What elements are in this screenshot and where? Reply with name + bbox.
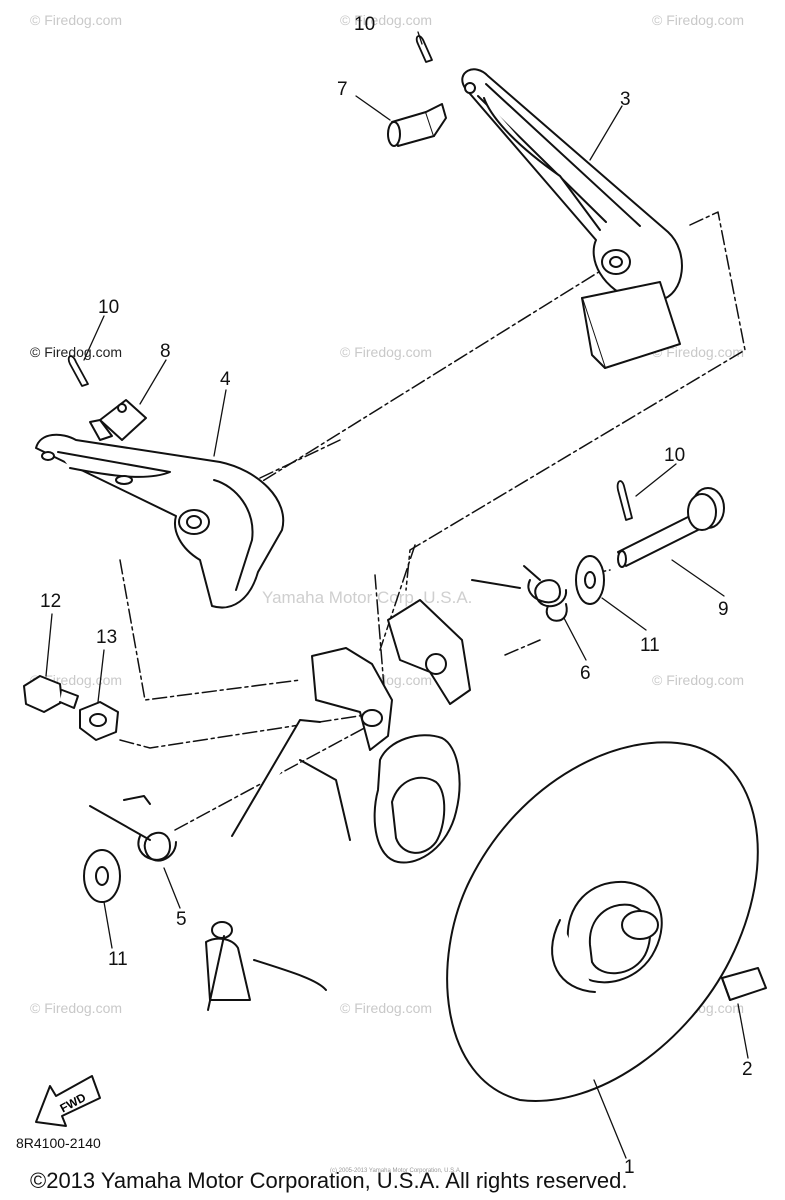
spring-right — [471, 565, 568, 622]
arm-lower — [35, 433, 285, 609]
watermark: © Firedog.com — [30, 1000, 123, 1016]
watermark: © Firedog.com — [652, 344, 745, 360]
pin-lower — [89, 399, 147, 441]
callout-11: 11 — [108, 949, 128, 970]
assembly-lines — [119, 211, 746, 831]
spring-left — [89, 795, 177, 862]
nut — [79, 701, 119, 741]
callout-5: 5 — [176, 909, 187, 930]
cotter-pin-left — [67, 355, 89, 387]
callout-10: 10 — [354, 14, 376, 35]
cotter-pin-top — [415, 35, 433, 63]
arm-upper — [461, 68, 683, 369]
bolt — [23, 675, 79, 713]
watermark: © Firedog.com — [30, 12, 123, 28]
document-number: 8R4100-2140 — [16, 1135, 101, 1151]
callout-11: 11 — [640, 635, 660, 656]
washer-left — [83, 849, 121, 903]
washer-right — [575, 555, 605, 605]
pin-upper — [387, 103, 447, 147]
mounting-bracket — [205, 599, 471, 1011]
callout-10: 10 — [98, 297, 120, 318]
callout-1: 1 — [624, 1157, 635, 1178]
watermark: © Firedog.com — [652, 672, 745, 688]
callout-6: 6 — [580, 663, 591, 684]
callout-7: 7 — [337, 79, 348, 100]
watermark: © Firedog.com — [30, 344, 123, 360]
leader-lines — [45, 31, 749, 1159]
callout-4: 4 — [220, 369, 231, 390]
key-part — [721, 967, 767, 1001]
fine-print: (c) 2005-2013 Yamaha Motor Corporation, … — [330, 1168, 462, 1174]
watermark: © Firedog.com — [340, 344, 433, 360]
callout-3: 3 — [620, 89, 631, 110]
watermark: © Firedog.com — [652, 12, 745, 28]
sheave-disk — [446, 741, 759, 1102]
copyright-notice: ©2013 Yamaha Motor Corporation, U.S.A. A… — [30, 1168, 628, 1193]
callout-12: 12 — [40, 591, 62, 612]
watermark: © Firedog.com — [340, 1000, 433, 1016]
fwd-arrow — [35, 1075, 101, 1127]
callout-13: 13 — [96, 627, 118, 648]
callout-2: 2 — [742, 1059, 753, 1080]
callout-8: 8 — [160, 341, 171, 362]
shaft-pin — [617, 487, 725, 568]
callout-10: 10 — [664, 445, 686, 466]
callout-9: 9 — [718, 599, 729, 620]
watermark: © Firedog.com — [340, 12, 433, 28]
cotter-pin-right — [616, 480, 633, 521]
